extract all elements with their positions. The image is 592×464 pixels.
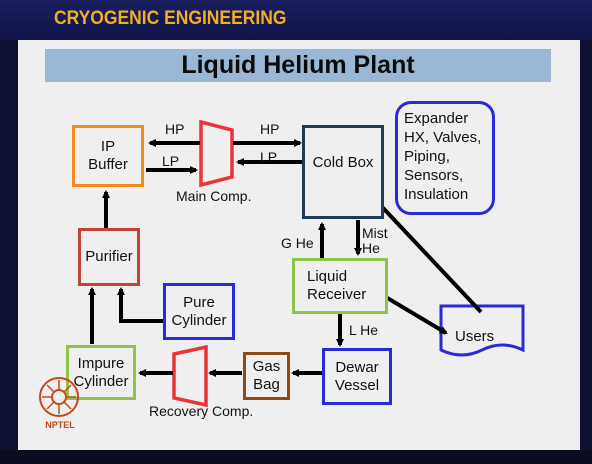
footer-bar bbox=[0, 450, 592, 464]
label-mist-he: Mist He bbox=[362, 225, 388, 256]
slide-title: Liquid Helium Plant bbox=[181, 51, 415, 79]
ip-buffer-box: IP Buffer bbox=[72, 125, 144, 187]
label-hp-left: HP bbox=[165, 121, 185, 137]
liquid-receiver-box: Liquid Receiver bbox=[292, 258, 388, 314]
course-title: CRYOGENIC ENGINEERING bbox=[54, 8, 287, 29]
users-label: Users bbox=[455, 328, 495, 345]
title-band bbox=[45, 49, 551, 82]
label-recovery-comp: Recovery Comp. bbox=[149, 403, 254, 419]
label-lp-right: LP bbox=[260, 149, 278, 165]
arrow-pure-purifier bbox=[117, 287, 163, 323]
nptel-logo-text: NPTEL bbox=[45, 420, 75, 430]
gas-bag-box: Gas Bag bbox=[243, 352, 290, 400]
label-lp-left: LP bbox=[162, 153, 180, 169]
pure-cylinder-box: Pure Cylinder bbox=[163, 283, 235, 340]
purifier-box: Purifier bbox=[78, 228, 140, 286]
arrow-users-coldbox bbox=[366, 190, 483, 314]
label-g-he: G He bbox=[281, 235, 314, 251]
main-compressor-shape bbox=[199, 119, 234, 188]
nptel-logo-icon bbox=[39, 377, 79, 417]
header-bar: CRYOGENIC ENGINEERING bbox=[0, 0, 592, 40]
cold-box: Cold Box bbox=[302, 125, 384, 219]
recovery-compressor-shape bbox=[172, 344, 208, 408]
label-main-comp: Main Comp. bbox=[176, 188, 252, 204]
label-l-he: L He bbox=[349, 322, 379, 338]
label-hp-right: HP bbox=[260, 121, 280, 137]
dewar-vessel-box: Dewar Vessel bbox=[322, 348, 392, 405]
cold-box-components-callout: Expander HX, Valves, Piping, Sensors, In… bbox=[395, 101, 495, 215]
users-shape bbox=[439, 304, 525, 357]
